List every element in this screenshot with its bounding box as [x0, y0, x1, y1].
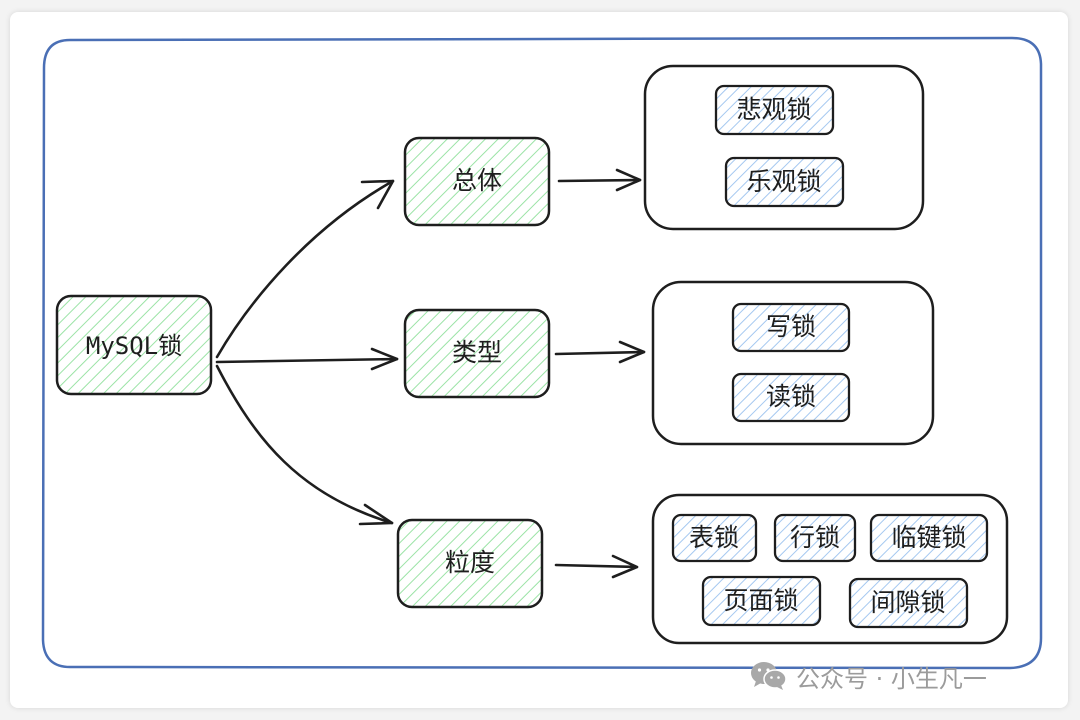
root-label: MySQL锁 [86, 332, 182, 360]
arrow-type-to-group [554, 350, 646, 356]
outer-frame [41, 36, 1043, 670]
arrow-granularity-to-group [554, 563, 639, 569]
root-node: MySQL锁 [55, 294, 213, 396]
leaf-gap-lock: 间隙锁 [848, 577, 969, 629]
leaf-label: 读锁 [766, 382, 816, 411]
arrow-root-to-overall [215, 179, 395, 359]
category-node-overall: 总体 [403, 136, 551, 227]
category-label: 总体 [452, 166, 502, 195]
category-label: 类型 [452, 338, 502, 367]
leaf-label: 临键锁 [891, 523, 966, 552]
arrow-root-to-type [215, 357, 399, 364]
leaf-next-key-lock: 临键锁 [869, 513, 989, 563]
leaf-label: 页面锁 [723, 586, 798, 615]
leaf-label: 写锁 [766, 312, 816, 341]
arrowhead-root-to-type [370, 347, 399, 371]
leaf-write-lock: 写锁 [731, 302, 851, 353]
group-type-container [651, 280, 935, 446]
category-label: 粒度 [445, 548, 495, 577]
leaf-table-lock: 表锁 [671, 513, 758, 563]
leaf-pessimistic-lock: 悲观锁 [714, 84, 835, 136]
wechat-icon [751, 662, 787, 690]
arrowhead-granularity-to-group [611, 554, 639, 579]
leaf-label: 乐观锁 [746, 167, 821, 196]
arrow-root-to-granularity [215, 364, 394, 525]
group-granularity-container [651, 493, 1009, 645]
watermark: 公众号 · 小生凡一 [750, 656, 987, 696]
watermark-text: 公众号 · 小生凡一 [796, 664, 987, 693]
leaf-label: 悲观锁 [736, 95, 811, 124]
leaf-label: 行锁 [790, 523, 840, 552]
leaf-page-lock: 页面锁 [701, 575, 822, 627]
arrowhead-overall-to-group [615, 168, 642, 192]
leaf-optimistic-lock: 乐观锁 [724, 156, 845, 208]
leaf-label: 表锁 [689, 523, 739, 552]
leaf-read-lock: 读锁 [731, 372, 851, 423]
group-overall-container [643, 64, 925, 231]
arrowhead-root-to-granularity [358, 503, 394, 526]
arrow-overall-to-group [557, 178, 642, 183]
arrowhead-type-to-group [618, 340, 646, 364]
leaf-row-lock: 行锁 [773, 513, 857, 563]
leaf-label: 间隙锁 [870, 588, 945, 617]
category-node-granularity: 粒度 [396, 518, 544, 609]
arrowhead-root-to-overall [360, 179, 395, 210]
category-arrows [554, 168, 646, 579]
category-node-type: 类型 [403, 308, 551, 399]
root-arrows [215, 179, 399, 526]
